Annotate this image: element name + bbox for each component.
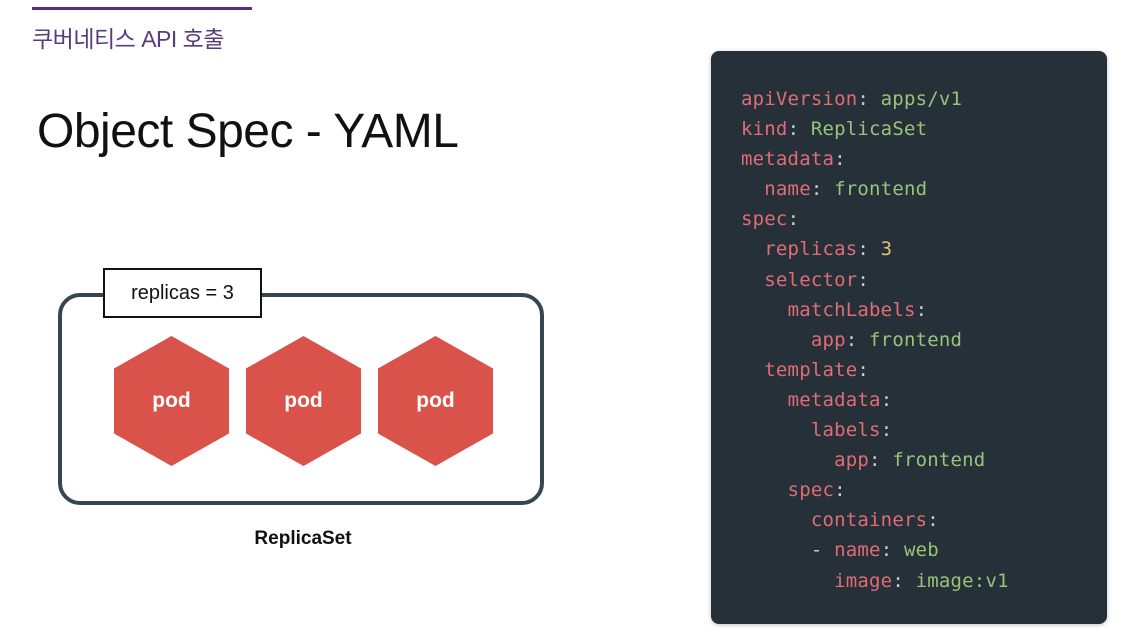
code-indent: [741, 509, 811, 531]
code-line: matchLabels:: [741, 295, 1107, 325]
hexagon-shape: [114, 336, 229, 466]
code-colon: :: [857, 358, 870, 381]
code-key: matchLabels: [787, 298, 916, 321]
code-colon: :: [927, 509, 939, 532]
code-key: template: [764, 358, 858, 381]
code-colon: :: [857, 268, 870, 291]
code-indent: [741, 359, 764, 381]
code-line: app: frontend: [741, 325, 1107, 355]
code-value: image:v1: [903, 569, 1009, 592]
code-value: apps/v1: [869, 88, 963, 110]
code-list-dash: -: [810, 539, 835, 562]
code-key: app: [810, 328, 846, 351]
code-key: labels: [810, 419, 881, 442]
pod-label: pod: [284, 389, 323, 412]
code-indent: [741, 329, 811, 351]
code-line: selector:: [741, 265, 1107, 295]
code-colon: :: [834, 148, 846, 171]
code-colon: :: [880, 539, 893, 562]
code-indent: [741, 419, 811, 441]
pod-label: pod: [416, 389, 455, 412]
code-indent: [741, 570, 834, 592]
code-indent: [741, 389, 788, 411]
code-colon: :: [834, 479, 846, 502]
code-indent: [741, 479, 788, 501]
code-key: kind: [741, 118, 788, 141]
code-key: spec: [741, 208, 788, 231]
code-colon: :: [845, 328, 858, 351]
code-colon: :: [787, 118, 800, 141]
replicaset-box: [58, 293, 544, 505]
code-key: app: [834, 449, 870, 472]
code-indent: [741, 539, 811, 561]
code-line: metadata:: [741, 144, 1107, 174]
code-key: metadata: [741, 148, 835, 171]
code-key: replicas: [764, 238, 858, 261]
section-title: 쿠버네티스 API 호출: [32, 26, 224, 52]
code-indent: [741, 269, 764, 291]
code-colon: :: [857, 88, 870, 110]
code-indent: [741, 238, 764, 260]
code-line: labels:: [741, 415, 1107, 445]
code-colon: :: [880, 419, 893, 442]
code-key: name: [764, 178, 811, 201]
code-line: spec:: [741, 475, 1107, 505]
code-line: metadata:: [741, 385, 1107, 415]
code-key: apiVersion: [741, 88, 858, 110]
pod-hexagon: pod: [378, 336, 493, 466]
pod-hexagon: pod: [246, 336, 361, 466]
header-accent-rule: [32, 7, 252, 10]
code-line: spec:: [741, 204, 1107, 234]
code-key: image: [834, 569, 893, 592]
hexagon-shape: [378, 336, 493, 466]
code-colon: :: [892, 569, 904, 592]
pod-label: pod: [152, 389, 191, 412]
code-key: metadata: [787, 388, 881, 411]
code-line: containers:: [741, 505, 1107, 535]
code-line: apiVersion: apps/v1: [741, 84, 1107, 114]
replicaset-caption: ReplicaSet: [254, 528, 352, 549]
code-value: web: [892, 539, 939, 562]
code-value: frontend: [880, 449, 986, 472]
code-colon: :: [880, 388, 893, 411]
code-line: image: image:v1: [741, 566, 1107, 596]
code-indent: [741, 178, 764, 200]
code-line: replicas: 3: [741, 234, 1107, 264]
code-line: template:: [741, 355, 1107, 385]
hexagon-shape: [246, 336, 361, 466]
code-key: spec: [787, 479, 835, 502]
code-key: containers: [810, 509, 928, 532]
code-value: ReplicaSet: [799, 118, 928, 141]
code-line: kind: ReplicaSet: [741, 114, 1107, 144]
code-line: - name: web: [741, 535, 1107, 565]
code-key: name: [834, 539, 881, 562]
code-colon: :: [869, 449, 881, 472]
replicas-label: replicas = 3: [103, 268, 262, 318]
code-line: name: frontend: [741, 174, 1107, 204]
code-line: app: frontend: [741, 445, 1107, 475]
code-colon: :: [915, 298, 928, 321]
code-value: frontend: [822, 178, 928, 201]
code-colon: :: [787, 208, 800, 231]
code-key: selector: [764, 268, 858, 291]
code-indent: [741, 299, 788, 321]
code-value: 3: [869, 238, 893, 261]
code-colon: :: [810, 178, 823, 201]
code-colon: :: [857, 238, 870, 261]
code-value: frontend: [857, 328, 963, 351]
code-indent: [741, 449, 834, 471]
pod-hexagon: pod: [114, 336, 229, 466]
page-title: Object Spec - YAML: [37, 105, 459, 158]
